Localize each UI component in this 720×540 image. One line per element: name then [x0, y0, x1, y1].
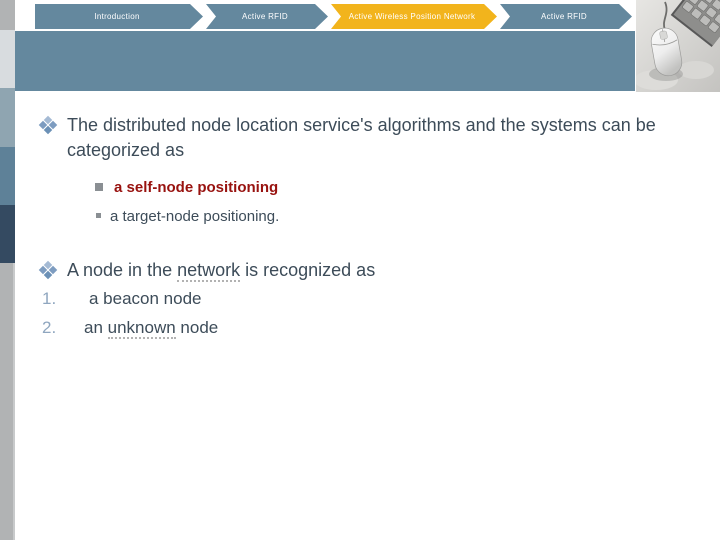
- item-2-before: an: [84, 318, 108, 337]
- strip-segment-steelblue: [0, 147, 15, 205]
- tab-active-wireless-position-network[interactable]: Active Wireless Position Network: [331, 4, 497, 29]
- tab-active-rfid-1[interactable]: Active RFID: [206, 4, 328, 29]
- header-band: [15, 31, 635, 91]
- mouse-keyboard-photo: [636, 0, 720, 92]
- item-2-underlined-word: unknown: [107, 318, 176, 339]
- list-item-unknown-node: an unknown node: [84, 318, 219, 339]
- bullet-2-underlined-word: network: [177, 260, 241, 282]
- square-bullet-icon: [95, 183, 103, 191]
- item-2-after: node: [175, 318, 219, 337]
- strip-segment-navy: [0, 205, 15, 263]
- diamond-bullet-icon: [38, 115, 58, 135]
- bullet-2-before: A node in the: [67, 260, 178, 280]
- tab-label: Active Wireless Position Network: [348, 12, 476, 21]
- diamond-bullet-icon: [38, 260, 58, 280]
- list-number-1: 1.: [42, 289, 57, 308]
- tab-label: Introduction: [94, 12, 140, 21]
- sub-bullet-target-node: a target-node positioning.: [110, 208, 280, 225]
- tab-label: Active RFID: [242, 12, 288, 21]
- list-number-2: 2.: [42, 318, 57, 337]
- strip-segment-gray-top: [0, 0, 15, 30]
- sub-bullet-self-node: a self-node positioning: [114, 179, 279, 196]
- tab-label: Active RFID: [541, 12, 587, 21]
- square-bullet-icon: [96, 213, 101, 218]
- strip-segment-lightgray: [0, 30, 15, 88]
- strip-segment-gray-bottom: [0, 263, 15, 540]
- tab-active-rfid-2[interactable]: Active RFID: [500, 4, 632, 29]
- bullet-2-after: is recognized as: [240, 260, 376, 280]
- tab-introduction[interactable]: Introduction: [35, 4, 203, 29]
- strip-segment-grayblue: [0, 88, 15, 147]
- list-item-beacon-node: a beacon node: [89, 289, 202, 308]
- bullet-1-text: The distributed node location service's …: [67, 115, 656, 160]
- bullet-2-text: A node in the network is recognized as: [67, 258, 375, 283]
